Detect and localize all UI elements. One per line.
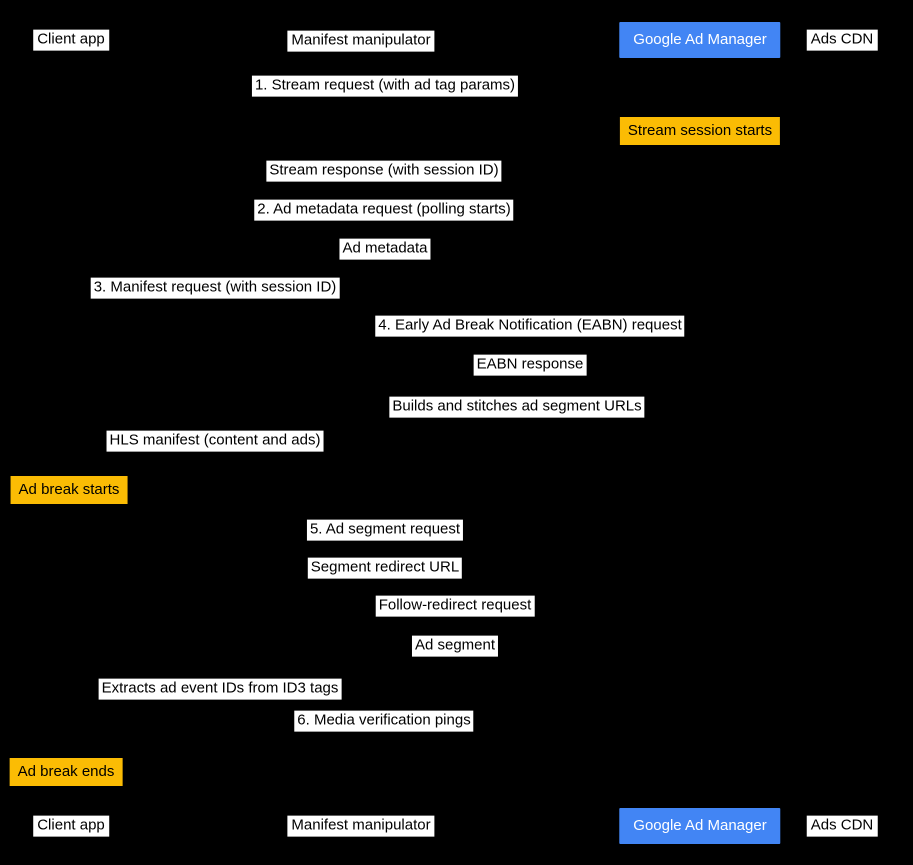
participant-manifest-manipulator-bottom: Manifest manipulator — [287, 815, 435, 837]
message-stream-request: 1. Stream request (with ad tag params) — [251, 75, 519, 97]
message-eabn-request: 4. Early Ad Break Notification (EABN) re… — [375, 315, 685, 337]
message-manifest-request: 3. Manifest request (with session ID) — [90, 277, 340, 299]
message-ad-segment-request: 5. Ad segment request — [306, 519, 464, 541]
note-extracts-ad-event-ids: Extracts ad event IDs from ID3 tags — [98, 678, 342, 700]
message-media-verification-pings: 6. Media verification pings — [294, 710, 474, 732]
milestone-stream-session-starts: Stream session starts — [619, 117, 781, 145]
milestone-ad-break-ends: Ad break ends — [9, 758, 123, 786]
milestone-ad-break-starts: Ad break starts — [10, 476, 128, 504]
participant-google-ad-manager-top: Google Ad Manager — [619, 22, 781, 58]
participant-client-app-bottom: Client app — [33, 815, 109, 837]
message-ad-metadata: Ad metadata — [339, 238, 431, 260]
message-hls-manifest: HLS manifest (content and ads) — [106, 430, 324, 452]
message-stream-response: Stream response (with session ID) — [266, 160, 502, 182]
message-follow-redirect-request: Follow-redirect request — [375, 595, 535, 617]
message-ad-metadata-request: 2. Ad metadata request (polling starts) — [254, 199, 514, 221]
message-eabn-response: EABN response — [473, 354, 587, 376]
participant-ads-cdn-top: Ads CDN — [806, 29, 878, 51]
participant-google-ad-manager-bottom: Google Ad Manager — [619, 808, 781, 844]
note-builds-and-stitches-ad-segment-urls: Builds and stitches ad segment URLs — [389, 396, 645, 418]
participant-client-app-top: Client app — [33, 29, 109, 51]
message-ad-segment: Ad segment — [411, 635, 499, 657]
message-segment-redirect-url: Segment redirect URL — [307, 557, 463, 579]
participant-ads-cdn-bottom: Ads CDN — [806, 815, 878, 837]
participant-manifest-manipulator-top: Manifest manipulator — [287, 30, 435, 52]
